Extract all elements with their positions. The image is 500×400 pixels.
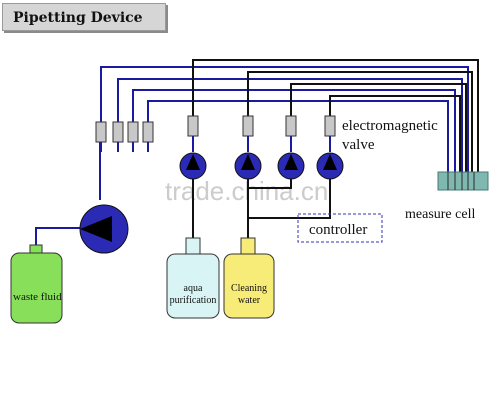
valves [95,115,336,143]
black-tubes [192,59,479,240]
blue-tube-2 [117,78,463,172]
blue-tube-3 [132,89,456,172]
measure-cell-label: measure cell [405,207,475,222]
cleaning-bottle: Cleaning water [223,237,275,319]
valve-3 [127,121,139,143]
black-tube-2 [247,71,473,172]
aqua-label-line1: aqua [184,283,203,294]
valve-5 [187,115,199,137]
pump-4 [316,152,344,180]
valve-connectors [100,136,331,152]
valve-2 [112,121,124,143]
aqua-label-line2: purification [170,295,217,306]
waste-label: waste fluid [13,291,62,303]
valve-7 [285,115,297,137]
black-tube-3 [290,83,467,172]
cleaning-label-line1: Cleaning [231,283,267,294]
black-tube-1 [192,59,479,172]
watermark-text: trade.china.cn [165,176,328,206]
black-tube-4 [329,95,461,172]
pump-3 [277,152,305,180]
valve-label-line1: electromagnetic [342,118,438,134]
pump-2 [234,152,262,180]
waste-bottle: waste fluid [10,244,63,324]
pump-1 [179,152,207,180]
valve-label-line2: valve [342,137,375,153]
valve-1 [95,121,107,143]
page-title: Pipetting Device [2,3,166,31]
measure-cell [437,171,489,191]
small-pumps [179,152,344,180]
valve-8 [324,115,336,137]
blue-tube-4 [147,100,449,172]
blue-tube-1 [100,66,469,172]
cleaning-label-line2: water [238,295,261,306]
valve-4 [142,121,154,143]
valve-6 [242,115,254,137]
blue-tube-waste [35,227,80,245]
controller-box [297,213,383,243]
aqua-bottle: aqua purification [166,237,220,319]
controller-label: controller [309,222,367,238]
main-pump [79,204,129,254]
black-tube-pump4 [248,175,331,219]
